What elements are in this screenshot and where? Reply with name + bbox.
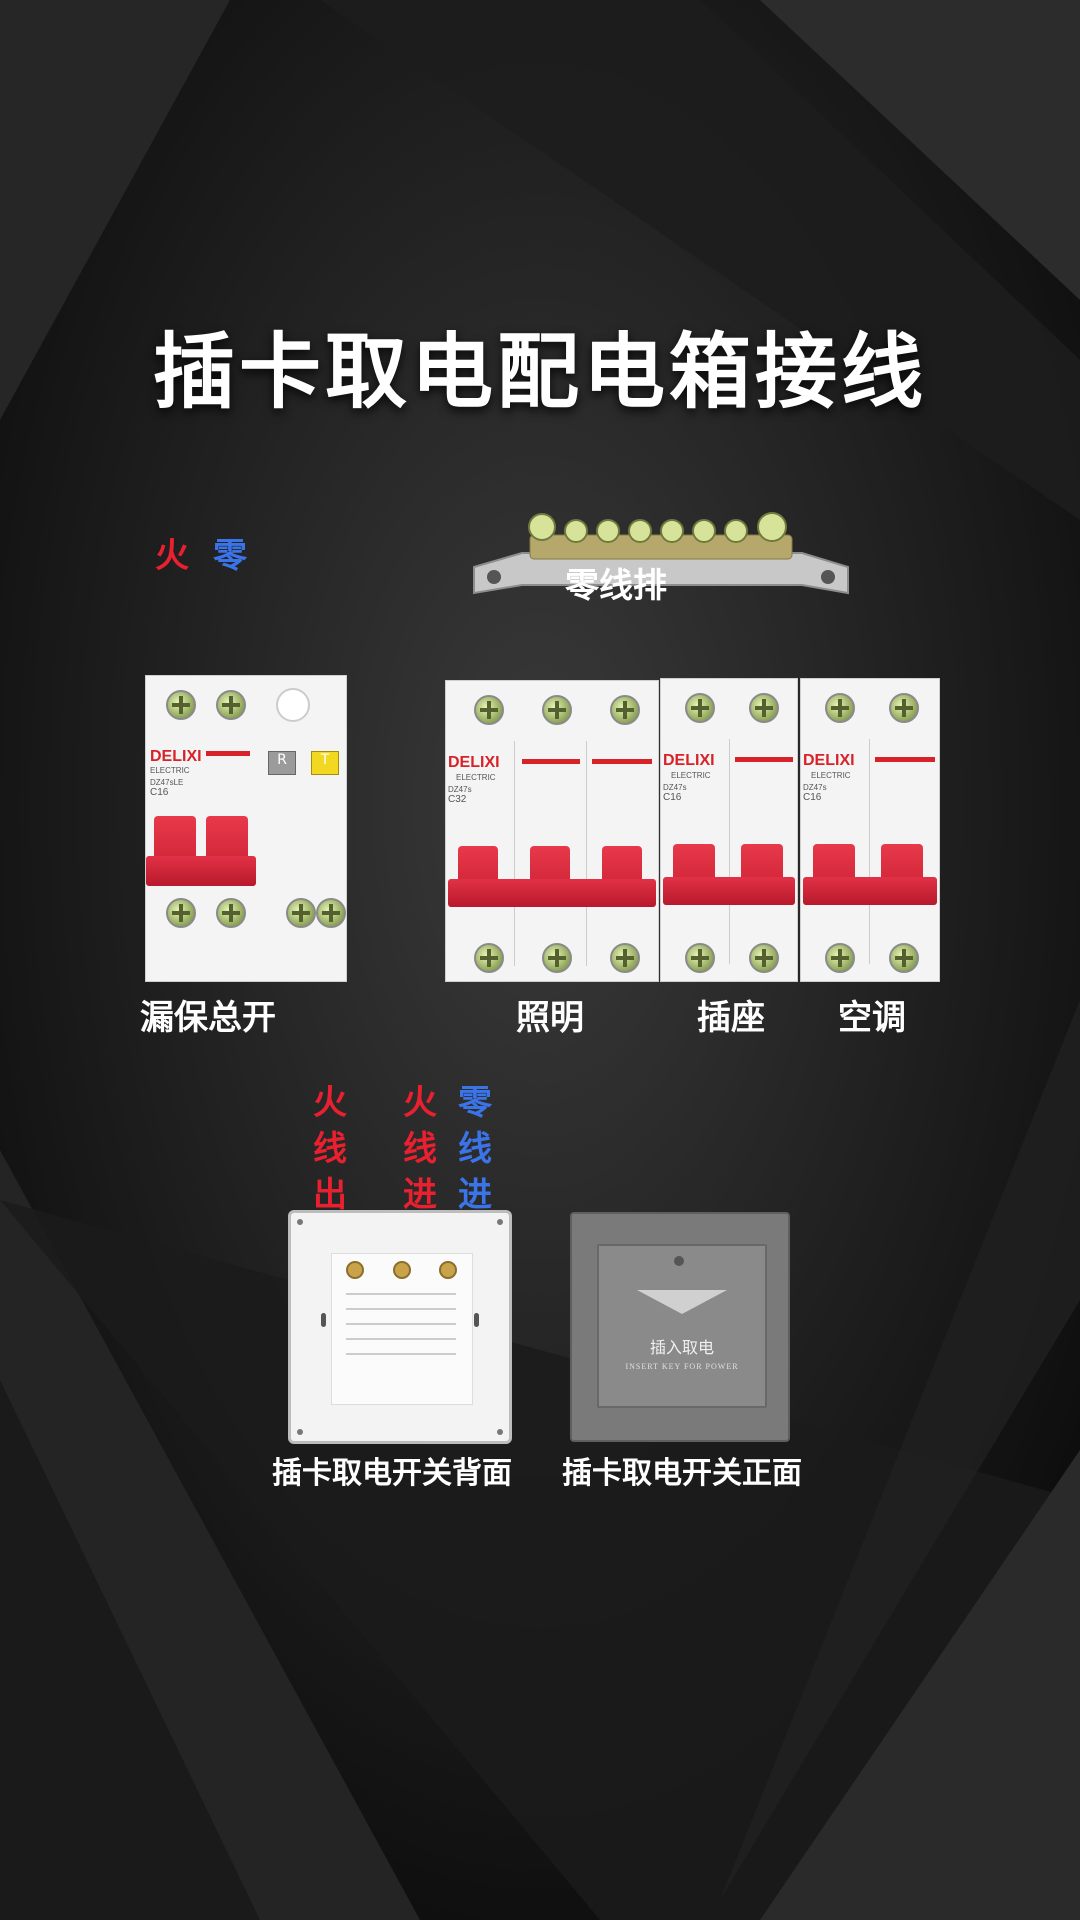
neutral-in-label: 零线进 — [458, 1083, 492, 1215]
neutral-bar-label: 零线排 — [565, 566, 667, 606]
legend-neutral: 零 — [213, 536, 247, 576]
rcd-reset-button[interactable]: R — [268, 751, 296, 775]
terminal-screw — [889, 693, 919, 723]
breaker-brand: DELIXI — [663, 752, 715, 769]
terminal-screw — [474, 943, 504, 973]
terminal-screw — [825, 693, 855, 723]
socket-breaker: DELIXI ELECTRIC DZ47s C16 — [660, 678, 798, 982]
terminal-screw — [610, 943, 640, 973]
terminal-screw — [889, 943, 919, 973]
terminal-screw — [825, 943, 855, 973]
lighting-breaker: DELIXI ELECTRIC DZ47s C32 — [445, 680, 659, 982]
rcd-main-label: 漏保总开 — [140, 998, 276, 1038]
terminal-neutral-in — [439, 1261, 457, 1279]
legend-live: 火 — [155, 536, 189, 576]
terminal-screw — [216, 898, 246, 928]
page-title: 插卡取电配电箱接线 — [152, 325, 927, 420]
rcd-test-button[interactable]: T — [311, 751, 339, 775]
terminal-screw — [474, 695, 504, 725]
lighting-label: 照明 — [516, 998, 584, 1038]
live-out-label: 火线出 — [313, 1083, 347, 1215]
switch-front-subtext: INSERT KEY FOR POWER — [625, 1362, 739, 1371]
socket-label: 插座 — [697, 998, 765, 1038]
terminal-live-out — [346, 1261, 364, 1279]
terminal-screw — [542, 695, 572, 725]
card-slot[interactable]: 插入取电 INSERT KEY FOR POWER — [597, 1244, 767, 1408]
terminal-screw — [166, 690, 196, 720]
switch-front-label: 插卡取电开关正面 — [562, 1456, 802, 1491]
terminal-screw — [216, 690, 246, 720]
terminal-screw — [286, 898, 316, 928]
breaker-brand: DELIXI — [448, 754, 500, 771]
ac-breaker: DELIXI ELECTRIC DZ47s C16 — [800, 678, 940, 982]
ac-label: 空调 — [838, 998, 906, 1038]
terminal-screw — [685, 943, 715, 973]
live-in-label: 火线进 — [403, 1083, 437, 1215]
neutral-bar — [473, 512, 849, 595]
terminal-screw — [166, 898, 196, 928]
rcd-main-breaker: DELIXI ELECTRIC DZ47sLE C16 R T — [145, 675, 347, 982]
insert-arrow-icon — [637, 1290, 727, 1314]
card-switch-front: 插入取电 INSERT KEY FOR POWER — [570, 1212, 790, 1442]
terminal-screw — [610, 695, 640, 725]
terminal-screw — [685, 693, 715, 723]
breaker-brand: DELIXI — [150, 748, 202, 765]
breaker-brand: DELIXI — [803, 752, 855, 769]
terminal-screw — [542, 943, 572, 973]
switch-back-label: 插卡取电开关背面 — [272, 1456, 512, 1491]
card-switch-back — [288, 1210, 512, 1444]
switch-front-text: 插入取电 — [649, 1338, 714, 1357]
terminal-screw — [749, 693, 779, 723]
terminal-screw — [316, 898, 346, 928]
terminal-live-in — [393, 1261, 411, 1279]
terminal-screw — [749, 943, 779, 973]
